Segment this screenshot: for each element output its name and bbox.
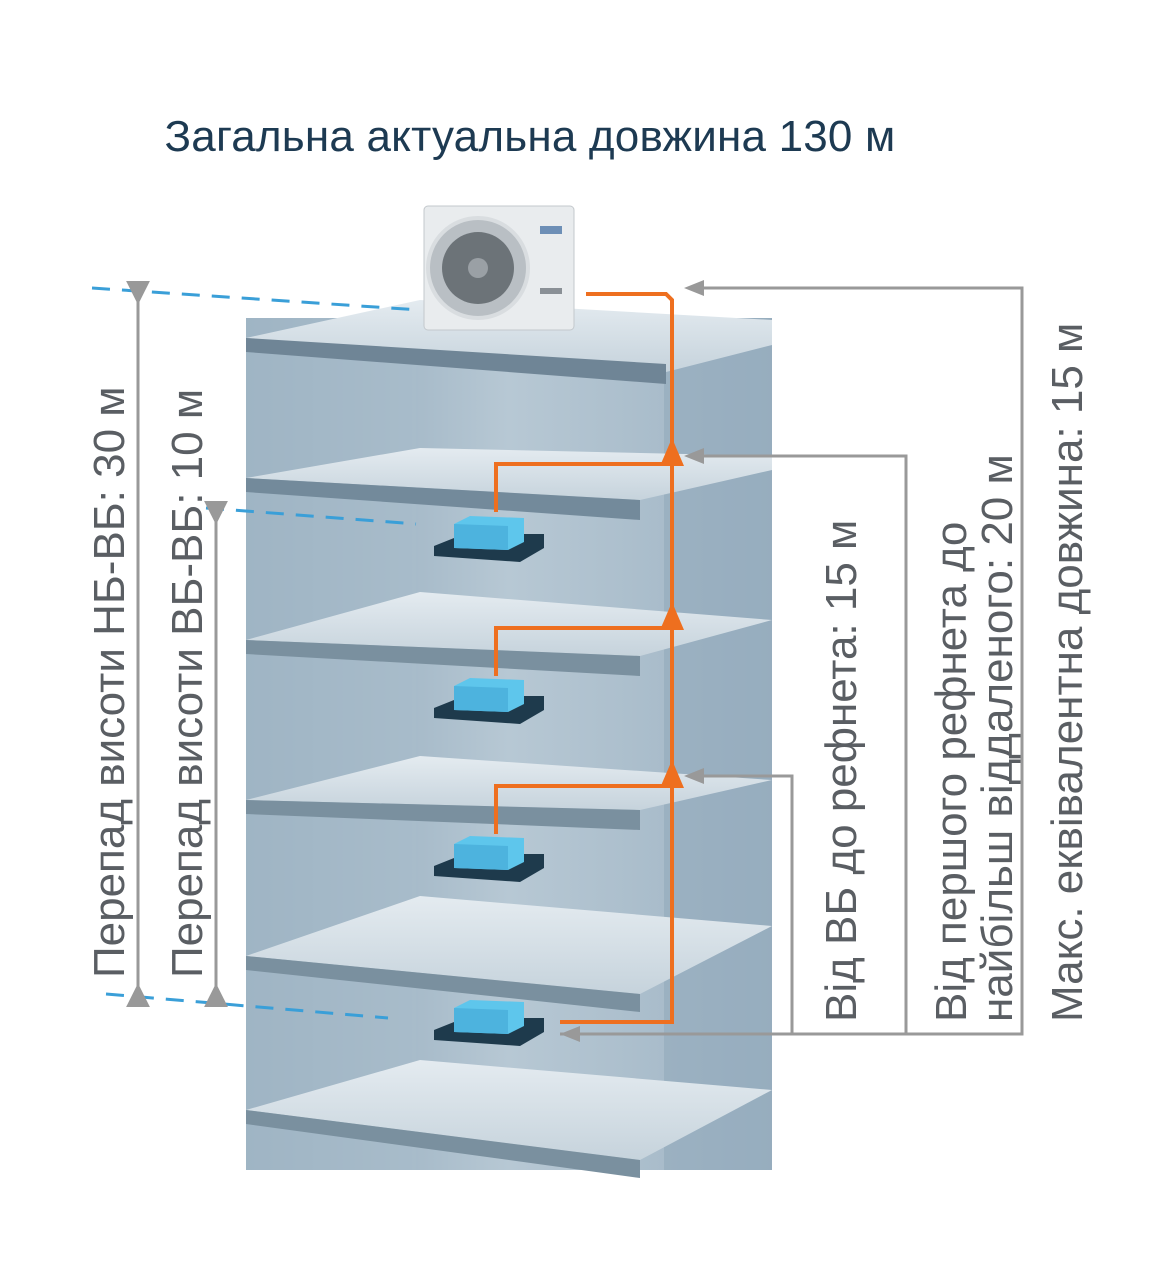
refrigerant-pipe <box>494 292 674 1024</box>
indoor-unit-4 <box>434 1000 544 1046</box>
floor-slab-2 <box>246 592 772 676</box>
label-height-outdoor-indoor: Перепад висоти НБ-ВБ: 30 м <box>85 386 134 978</box>
floor-slab-1 <box>246 448 772 520</box>
floor-slab-3 <box>246 756 772 830</box>
label-max-equivalent: Макс. еквівалентна довжина: 15 м <box>1043 323 1092 1022</box>
floor-slab-5 <box>246 1060 772 1178</box>
building-left-wall <box>246 318 416 1170</box>
label-height-indoor-indoor: Перепад висоти ВБ-ВБ: 10 м <box>163 389 212 978</box>
indoor-unit-1 <box>434 516 544 562</box>
indoor-unit-3 <box>434 836 544 882</box>
roof-slab <box>246 300 772 372</box>
refnet-arrows <box>660 438 684 788</box>
measurement-arrowheads <box>560 280 704 1042</box>
building <box>246 300 772 1178</box>
building-right-wall <box>664 318 772 1170</box>
measurement-lines <box>126 280 1024 1036</box>
label-indoor-to-refnet: Від ВБ до рефнета: 15 м <box>817 520 866 1022</box>
reference-dashed-lines <box>91 286 421 1020</box>
label-first-refnet-line1: Від першого рефнета до <box>927 522 976 1022</box>
indoor-unit-2 <box>434 678 544 724</box>
indoor-unit-icon <box>434 516 544 1046</box>
label-first-refnet-line2: найбільш віддаленого: 20 м <box>973 454 1022 1022</box>
floor-slab-4 <box>246 896 772 1012</box>
outdoor-unit-icon <box>423 205 575 331</box>
roof-edge <box>246 338 666 384</box>
page-title: Загальна актуальна довжина 130 м <box>164 112 896 161</box>
